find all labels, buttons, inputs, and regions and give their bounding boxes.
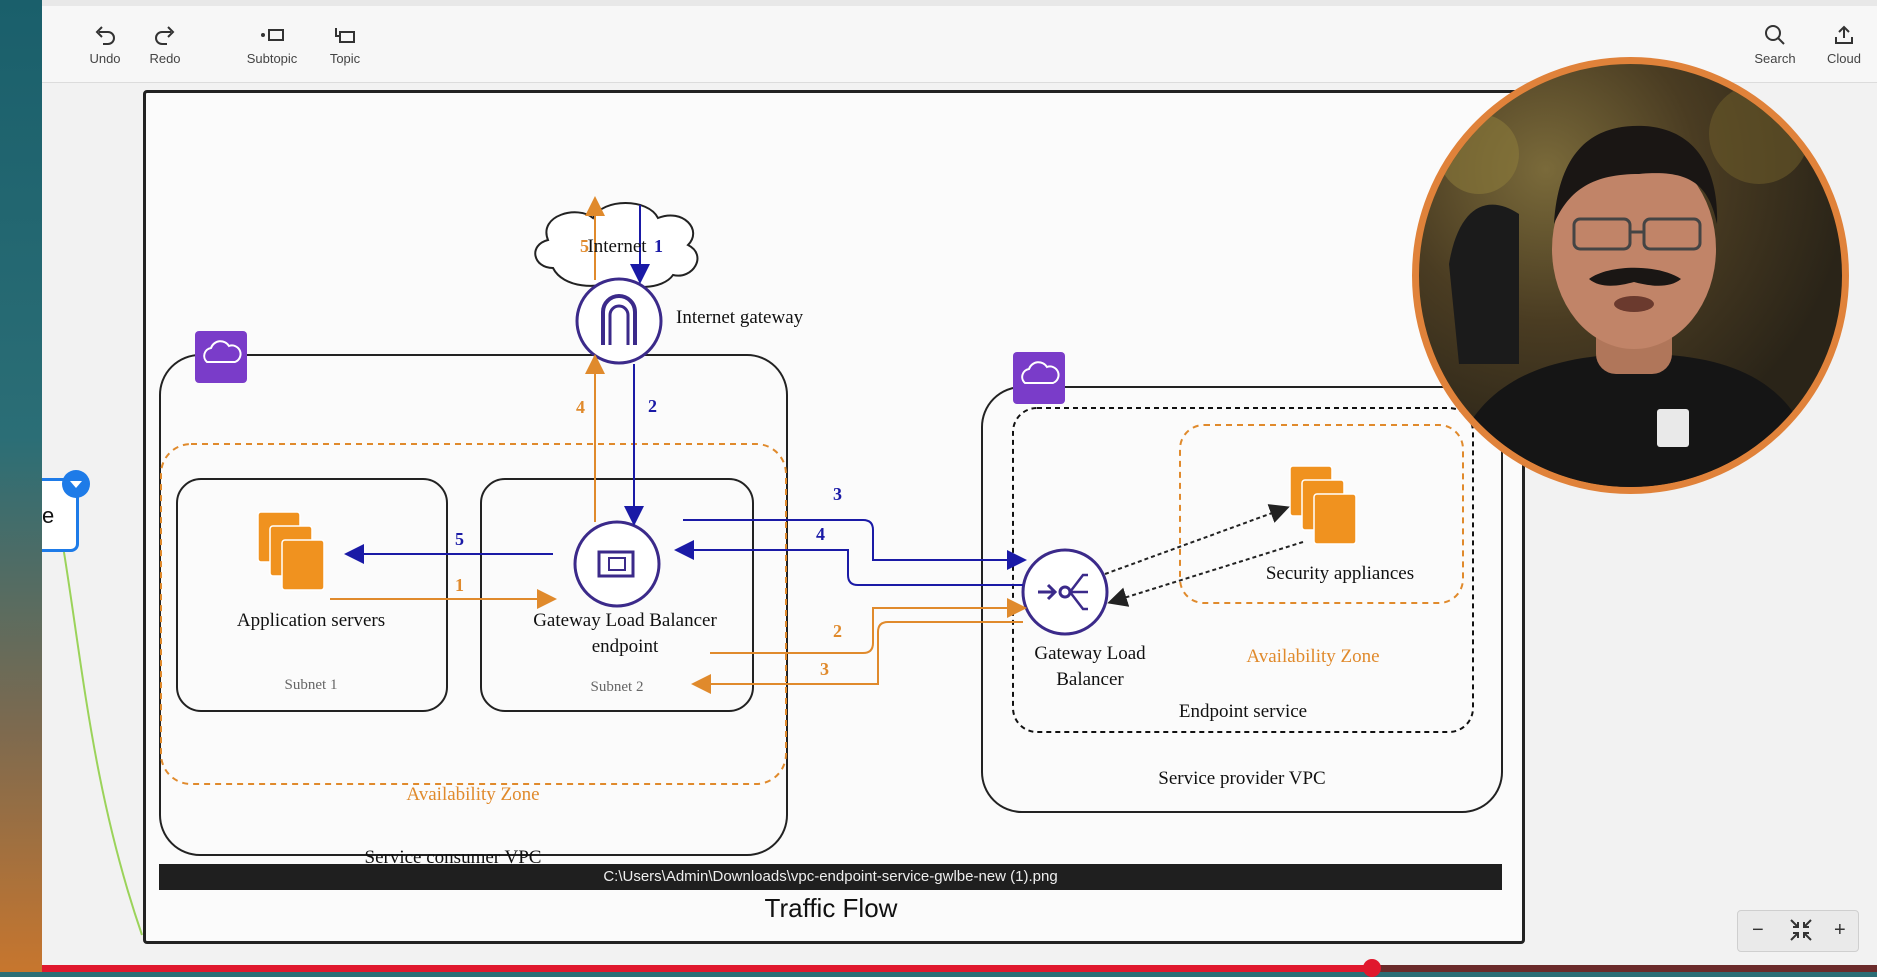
video-progress-fill: [42, 965, 1374, 972]
embedded-image-frame[interactable]: [143, 90, 1525, 944]
vpc-cloud-icon: [195, 331, 247, 383]
desktop-background-strip: [0, 0, 42, 972]
subnet2-box: [480, 478, 754, 712]
endpoint-service-box: [1012, 407, 1474, 733]
chevron-down-icon: [70, 481, 82, 488]
step-in-2: 2: [648, 396, 657, 416]
step-out-5: 5: [580, 236, 589, 256]
provider-az-label: Availability Zone: [1246, 646, 1379, 667]
redo-button[interactable]: Redo: [135, 24, 195, 68]
webcam-overlay: [1412, 57, 1849, 494]
topic-icon: [335, 28, 355, 43]
subnet1-label: Subnet 1: [285, 677, 338, 693]
step-in-1: 1: [654, 236, 663, 256]
zoom-in-button[interactable]: +: [1834, 919, 1846, 941]
consumer-vpc-label: Service consumer VPC: [365, 847, 542, 868]
collapse-arrows-icon: [1790, 919, 1812, 941]
image-path-bar: C:\Users\Admin\Downloads\vpc-endpoint-se…: [159, 864, 1502, 890]
internet-gateway-label: Internet gateway: [676, 307, 804, 328]
image-caption: Traffic Flow: [764, 893, 898, 923]
cloud-button[interactable]: Cloud: [1814, 24, 1874, 68]
menu-bar: [42, 0, 1877, 6]
gateway-load-balancer-icon: [1021, 548, 1109, 636]
fit-to-screen-button[interactable]: [1788, 917, 1814, 949]
topic-button[interactable]: Topic: [315, 24, 375, 68]
subtopic-label: Subtopic: [246, 51, 298, 66]
cloud-label: Cloud: [1827, 51, 1861, 66]
provider-vpc-box: [981, 386, 1503, 813]
gwlb-label-line2: Balancer: [1056, 669, 1124, 690]
subnet2-label: Subnet 2: [591, 679, 644, 695]
undo-button[interactable]: Undo: [75, 24, 135, 68]
internet-gateway-icon: [575, 277, 663, 365]
undo-icon: [95, 26, 115, 45]
redo-icon: [155, 26, 175, 45]
step-in-4: 4: [816, 524, 825, 544]
consumer-vpc-box: [159, 354, 788, 856]
topic-label: Topic: [329, 51, 361, 66]
internet-label: Internet: [587, 236, 647, 257]
node-connector-line: [61, 540, 143, 936]
gwlb-endpoint-label-line2: endpoint: [592, 636, 659, 657]
security-appliances-icon: [1289, 465, 1357, 545]
node-collapse-button[interactable]: [62, 470, 90, 498]
video-progress-handle[interactable]: [1363, 959, 1381, 977]
endpoint-service-label: Endpoint service: [1179, 701, 1307, 722]
search-button[interactable]: Search: [1745, 24, 1805, 68]
search-label: Search: [1754, 51, 1796, 66]
consumer-az-label: Availability Zone: [406, 784, 539, 805]
security-appliances-label: Security appliances: [1266, 563, 1414, 584]
mindmap-node-text: e: [42, 503, 55, 528]
undo-label: Undo: [89, 51, 121, 66]
subtopic-button[interactable]: Subtopic: [232, 24, 312, 68]
search-icon: [1765, 25, 1785, 45]
subnet1-box: [176, 478, 448, 712]
step-out-1: 1: [455, 575, 464, 595]
cloud-upload-icon: [1835, 25, 1853, 44]
application-servers-label: Application servers: [237, 610, 385, 631]
subtopic-icon: [261, 29, 284, 41]
consumer-az-box: [160, 443, 787, 785]
gwlb-label-line1: Gateway Load: [1034, 643, 1146, 664]
application-servers-icon: [257, 511, 325, 591]
presenter-video: [1439, 84, 1819, 487]
zoom-out-button[interactable]: −: [1752, 919, 1764, 941]
gwlb-endpoint-label-line1: Gateway Load Balancer: [533, 610, 717, 631]
architecture-diagram: Internet Internet gateway Application se…: [159, 196, 1503, 868]
provider-vpc-label: Service provider VPC: [1158, 768, 1325, 789]
gwlb-endpoint-icon: [573, 520, 661, 608]
step-in-3: 3: [833, 484, 842, 504]
appliance-flow-arrows: [1104, 504, 1304, 607]
step-out-2: 2: [833, 621, 842, 641]
step-out-4: 4: [576, 397, 585, 417]
inbound-flow-arrows: [344, 205, 1027, 586]
redo-label: Redo: [149, 51, 181, 66]
step-in-5: 5: [455, 529, 464, 549]
zoom-controls: − +: [1737, 910, 1859, 952]
outbound-flow-arrows: [330, 196, 1027, 694]
vpc-cloud-icon: [1013, 352, 1065, 404]
step-out-3: 3: [820, 659, 829, 679]
